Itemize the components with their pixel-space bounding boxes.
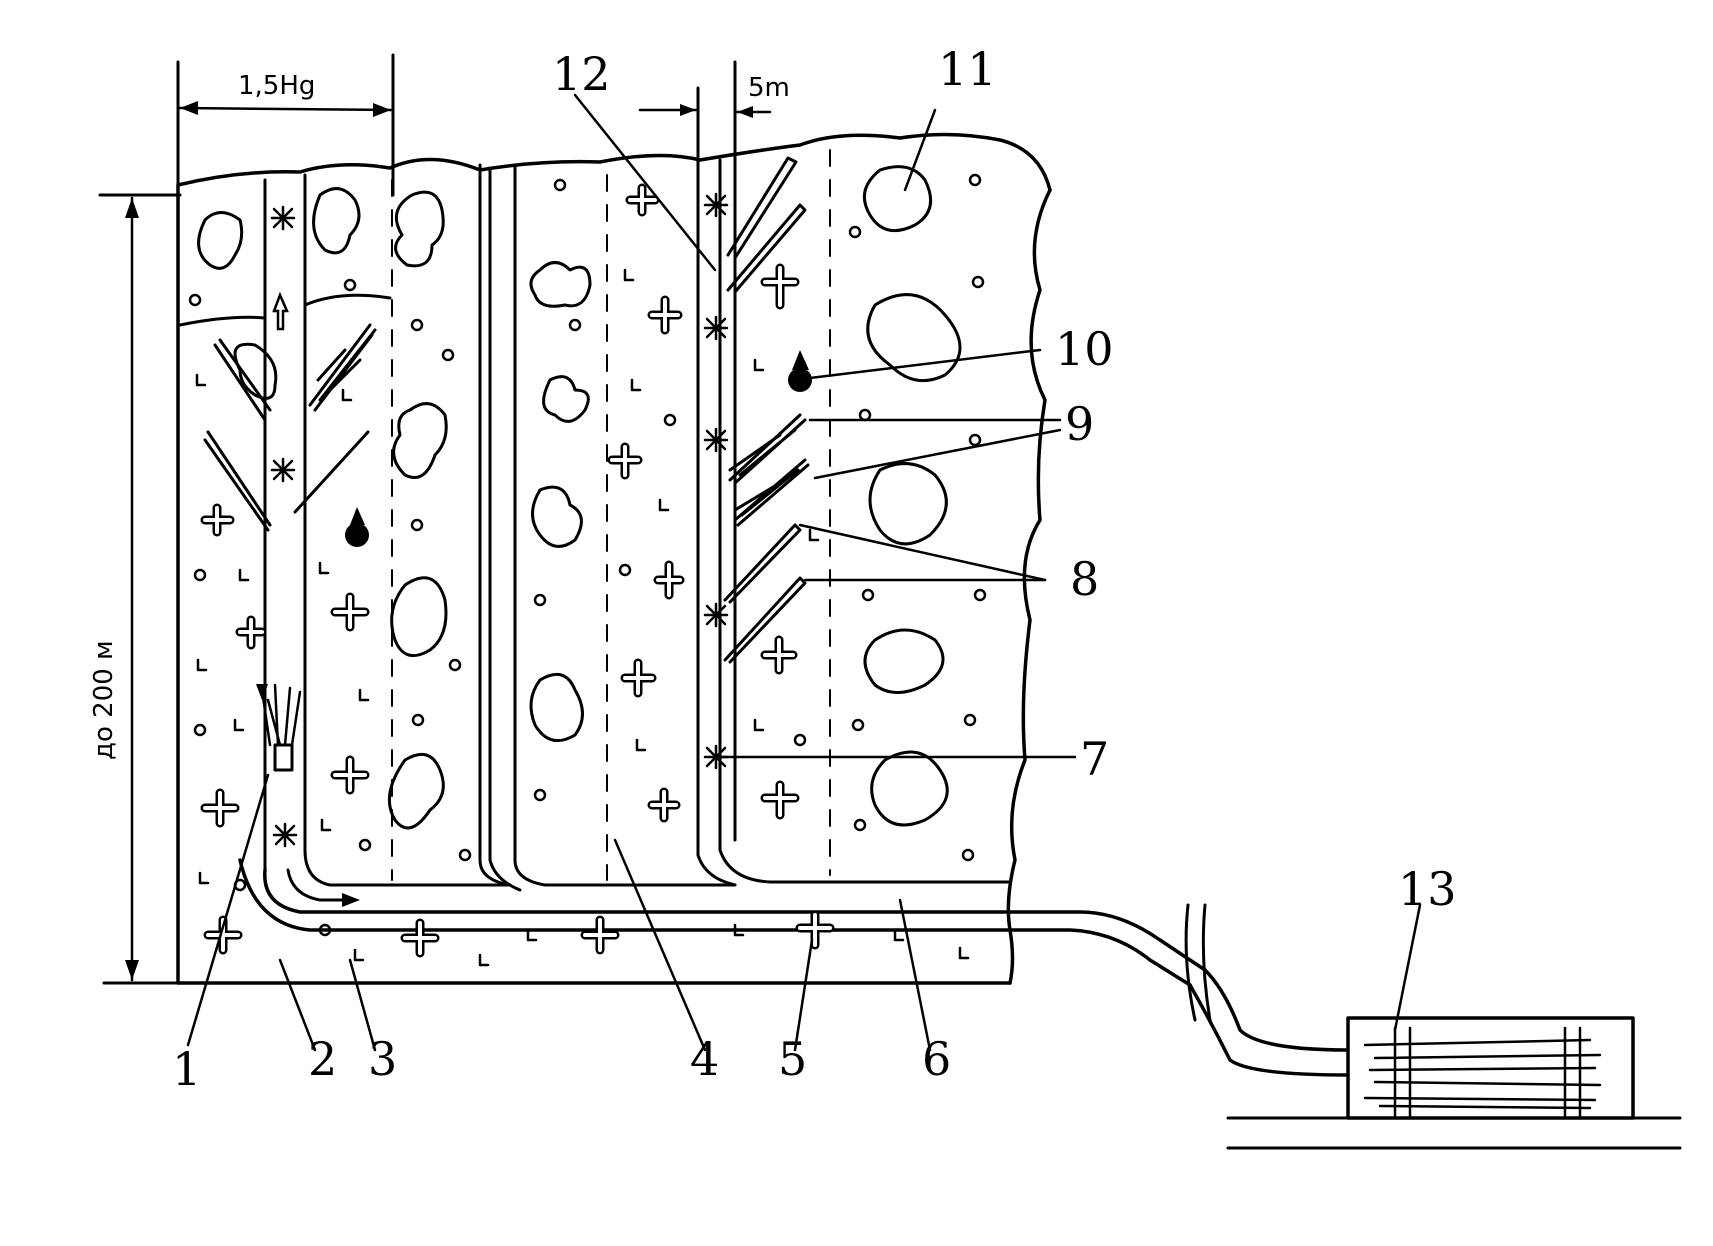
leader-lines (186, 93, 1422, 1052)
label-8: 8 (1070, 552, 1099, 606)
label-2: 2 (308, 1032, 337, 1086)
callout-labels: 1 2 3 4 5 6 7 8 9 10 11 12 13 (172, 42, 1457, 1096)
label-5: 5 (778, 1032, 807, 1086)
surface-plant (1226, 1016, 1682, 1150)
width-dimension-label: 1,5Hg (238, 71, 315, 101)
label-9: 9 (1065, 397, 1094, 451)
label-7: 7 (1080, 732, 1109, 786)
dimension-height: до 200 м (89, 193, 182, 985)
hydromonitors (256, 291, 812, 772)
explosive-charges (270, 192, 729, 848)
label-4: 4 (690, 1032, 719, 1086)
label-1: 1 (172, 1042, 201, 1096)
boreholes (203, 156, 807, 664)
water-jets (308, 323, 810, 527)
panel-2 (488, 163, 737, 892)
spacing-dimension-label: 5m (748, 73, 790, 103)
rock-mass (176, 132, 1052, 985)
label-3: 3 (368, 1032, 397, 1086)
label-11: 11 (938, 42, 997, 96)
cross-markers-inner (203, 186, 832, 955)
height-dimension-label: до 200 м (89, 640, 119, 760)
label-6: 6 (922, 1032, 951, 1086)
label-13: 13 (1398, 862, 1457, 916)
ore-lumps (197, 165, 962, 830)
dimension-spacing: 5m (638, 60, 790, 172)
l-marks (195, 268, 970, 967)
gravel-dots (188, 173, 987, 937)
haulage-drift (238, 858, 1350, 1077)
label-10: 10 (1055, 322, 1114, 376)
label-12: 12 (552, 47, 611, 101)
panel-3 (718, 149, 1012, 884)
dimension-width: 1,5Hg (176, 53, 395, 197)
